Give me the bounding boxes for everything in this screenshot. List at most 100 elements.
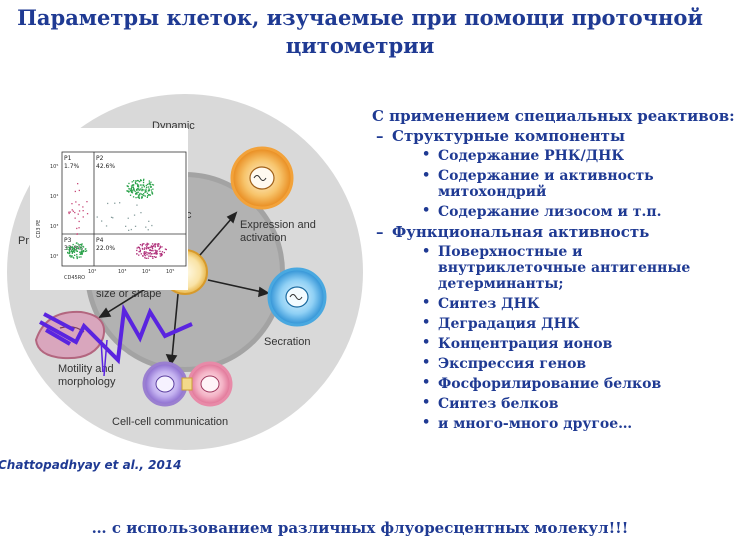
scatter-dot [150, 246, 152, 248]
scatter-dot [76, 247, 78, 249]
scatter-dot [110, 216, 113, 218]
secretion-cell [267, 267, 327, 327]
scatter-dot [157, 245, 159, 247]
scatter-dot [138, 196, 140, 198]
y-tick-1: 10³ [50, 224, 58, 230]
scatter-dot [96, 216, 98, 218]
scatter-dot [85, 250, 88, 252]
scatter-dot [131, 190, 133, 192]
scatter-dot [131, 192, 134, 194]
scatter-dot [130, 185, 133, 187]
scatter-dot [141, 188, 144, 190]
scatter-dot [157, 245, 160, 247]
scatter-dot [160, 252, 163, 255]
scatter-dot [141, 189, 143, 191]
scatter-dot [152, 184, 155, 186]
expression-label: Expression and [240, 219, 316, 231]
scatter-dot [72, 250, 74, 252]
scatter-dot [73, 251, 76, 253]
scatter-dot [140, 212, 142, 214]
scatter-dot [119, 202, 121, 204]
activation-label: activation [240, 232, 286, 244]
scatter-dot [129, 194, 132, 196]
scatter-dot [132, 186, 135, 189]
scatter-dot [152, 250, 154, 252]
scatter-dot [128, 190, 130, 192]
scatter-dot [80, 253, 82, 255]
scatter-dot [148, 183, 150, 185]
scatter-dot [101, 220, 103, 222]
scatter-dot [136, 253, 138, 255]
scatter-dot [148, 253, 150, 255]
scatter-dot [73, 250, 75, 252]
scatter-dot [159, 253, 161, 255]
quadrant-p4: P4 [96, 237, 104, 244]
scatter-dot [144, 257, 146, 259]
scatter-dot [151, 253, 153, 255]
scatter-dot [133, 189, 135, 191]
scatter-dot [136, 189, 138, 191]
list-item: •Фосфорилирование белков [422, 375, 662, 392]
scatter-dot [137, 191, 139, 193]
scatter-dot [151, 247, 154, 249]
scatter-dot [74, 217, 76, 219]
scatter-dot [143, 248, 145, 250]
scatter-dot [133, 180, 135, 182]
scatter-dot [146, 192, 149, 194]
scatter-dot [139, 249, 141, 251]
scatter-dot [140, 179, 142, 182]
x-tick-2: 10⁴ [142, 269, 150, 275]
scatter-dot [72, 243, 74, 246]
scatter-dot [145, 251, 147, 253]
list-item: •Деградация ДНК [422, 315, 580, 332]
scatter-dot [131, 186, 133, 189]
scatter-dot [140, 188, 142, 190]
scatter-dot [153, 245, 155, 247]
y-tick-2: 10⁴ [50, 194, 58, 200]
scatter-dot [138, 251, 140, 253]
scatter-dot [149, 186, 151, 188]
scatter-dot [159, 245, 161, 247]
scatter-dot [74, 211, 76, 214]
scatter-dot [78, 227, 80, 229]
scatter-dot [144, 195, 146, 197]
scatter-dot [143, 251, 146, 253]
scatter-dot [74, 248, 76, 250]
scatter-dot [139, 244, 142, 246]
scatter-dot [160, 255, 163, 257]
scatter-dot [81, 252, 83, 255]
scatter-dot [68, 211, 70, 213]
scatter-dot [144, 253, 147, 255]
cell-pair [142, 361, 233, 407]
scatter-dot [138, 254, 140, 256]
scatter-dot [142, 184, 145, 186]
size-shape-label: size or shape [96, 288, 161, 300]
scatter-dot [84, 248, 86, 250]
scatter-dot [137, 185, 140, 187]
scatter-dot [68, 252, 70, 255]
scatter-dot [82, 206, 84, 208]
scatter-dot [138, 197, 140, 199]
scatter-dot [131, 184, 134, 186]
scatter-dot [134, 182, 137, 184]
scatter-dot [81, 243, 83, 245]
cellcell-label: Cell-cell communication [112, 416, 228, 428]
scatter-dot [145, 188, 147, 190]
scatter-dot [155, 253, 157, 255]
scatter-dot [80, 243, 82, 246]
scatter-dot [148, 194, 150, 196]
scatter-dot [148, 220, 150, 222]
list-item: •и много-много другое… [422, 415, 633, 432]
list-item: •Синтез белков [422, 395, 559, 412]
scatter-dot [143, 254, 145, 256]
quadrant-p1: P1 [64, 155, 72, 162]
scatter-dot [150, 253, 152, 255]
scatter-dot [149, 249, 151, 251]
plot-frame [61, 151, 187, 267]
scatter-dot [69, 252, 71, 254]
scatter-dot [151, 192, 153, 194]
scatter-dot [130, 228, 132, 231]
scatter-dot [152, 188, 154, 190]
scatter-dot [78, 189, 80, 192]
scatter-dot [82, 250, 84, 252]
